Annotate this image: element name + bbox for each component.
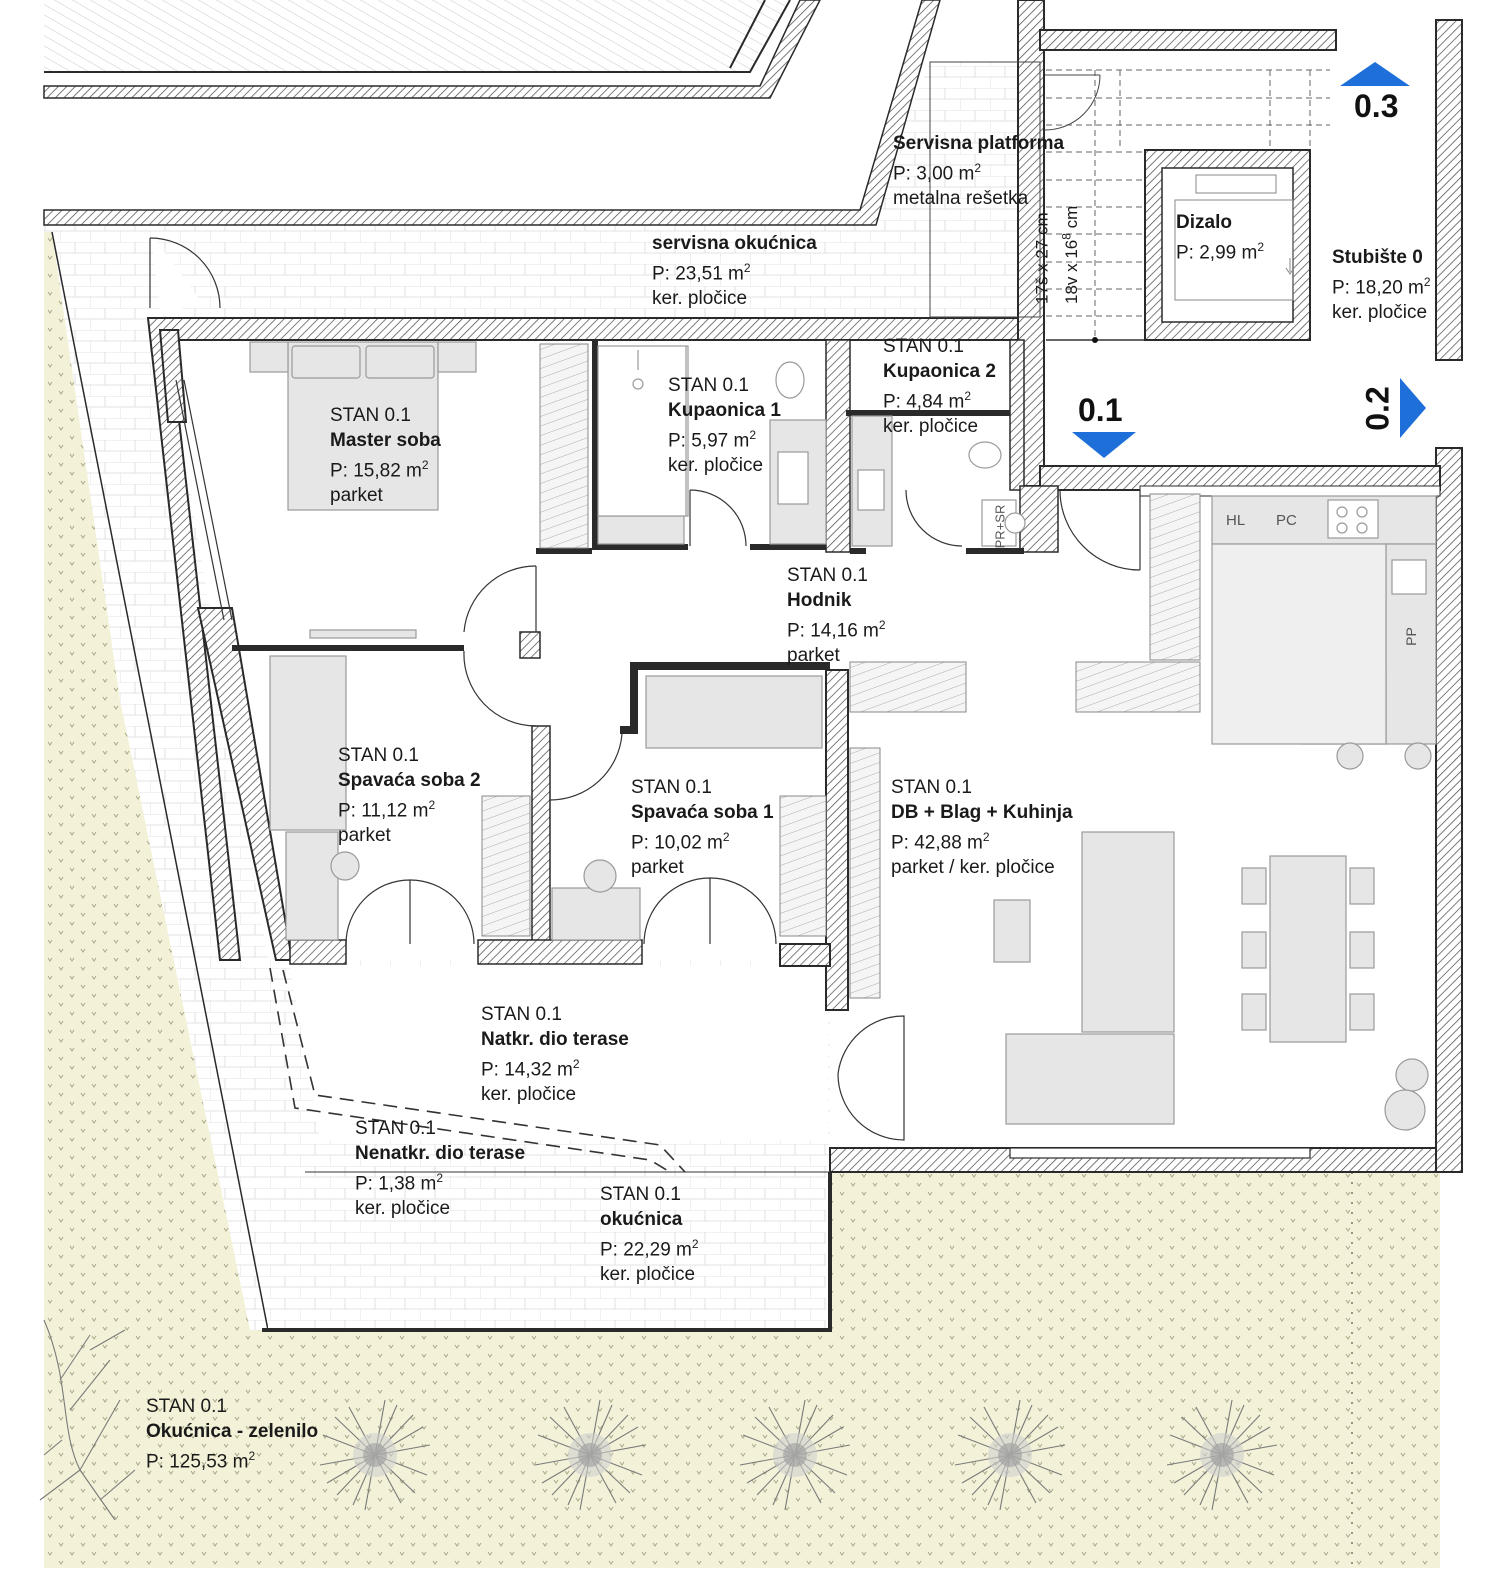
room-label-dnevni: STAN 0.1 DB + Blag + Kuhinja P: 42,88 m2… [891,777,1073,879]
room-label-kupaonica-1: STAN 0.1 Kupaonica 1 P: 5,97 m2 ker. plo… [668,375,781,477]
triangle-down-icon [1072,432,1136,458]
label-prsr: PR+SR [992,504,1008,549]
label-pc: PC [1276,512,1297,529]
level-marker-0-2: 0.2 [1359,386,1396,431]
room-label-dizalo: Dizalo P: 2,99 m2 [1176,212,1265,264]
service-platform [929,61,1101,318]
window-line [175,379,225,621]
room-label-spavaca-2: STAN 0.1 Spavaća soba 2 P: 11,12 m2 park… [338,745,481,847]
wardrobes [481,343,1201,999]
label-pp: PP [1402,627,1419,646]
stair-dimensions: 17š x 27 cm 18v x 168 cm [1030,206,1084,304]
furniture [249,341,1437,1131]
level-marker-0-1: 0.1 [1078,392,1123,428]
room-label-kupaonica-2: STAN 0.1 Kupaonica 2 P: 4,84 m2 ker. plo… [883,336,996,438]
tree-sketch [39,1319,136,1521]
level-markers [1072,62,1426,458]
room-label-servisna-okucnica: servisna okućnica P: 23,51 m2 ker. ploči… [652,233,817,310]
shower [597,345,689,517]
door-swings [149,237,1141,1141]
room-label-stubiste: Stubište 0 P: 18,20 m2 ker. pločice [1332,247,1431,324]
level-marker-0-3: 0.3 [1354,88,1399,124]
room-label-spavaca-1: STAN 0.1 Spavaća soba 1 P: 10,02 m2 park… [631,777,774,879]
label-hl: HL [1226,512,1246,529]
triangle-right-icon [1400,378,1426,438]
service-yard [43,0,1040,320]
room-label-zelenilo: STAN 0.1 Okućnica - zelenilo P: 125,53 m… [146,1396,319,1473]
garden-area [44,232,1440,1568]
room-label-hodnik: STAN 0.1 Hodnik P: 14,16 m2 parket [787,565,886,667]
top-hatched-area [43,0,821,99]
left-tile-strip [51,231,269,1331]
interior-walls [232,339,1441,1159]
room-label-okucnica: STAN 0.1 okućnica P: 22,29 m2 ker. ploči… [600,1184,699,1286]
stair-dim-1: 17š x 27 cm [1032,212,1052,304]
room-label-nenatkr-terasa: STAN 0.1 Nenatkr. dio terase P: 1,38 m2 … [355,1118,526,1220]
room-label-master: STAN 0.1 Master soba P: 15,82 m2 parket [330,405,441,507]
terrace-area [262,960,832,1332]
stair-dim-2: 18v x 168 cm [1059,205,1081,304]
room-label-servisna-platforma: Servisna platforma P: 3,00 m2 metalna re… [893,133,1065,210]
window-line [183,379,233,621]
room-label-natkr-terasa: STAN 0.1 Natkr. dio terase P: 14,32 m2 k… [481,1004,629,1106]
triangle-up-icon [1340,62,1410,86]
elevator [1144,149,1311,341]
